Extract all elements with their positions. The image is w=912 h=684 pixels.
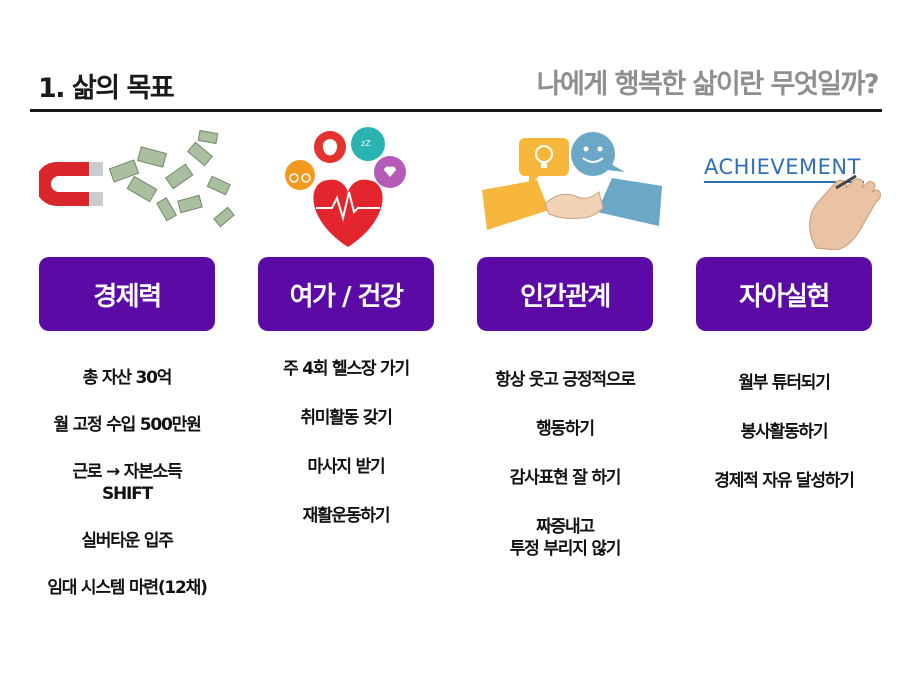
list-item: 월부 튜터되기 bbox=[738, 373, 831, 393]
list-item: 총 자산 30억 bbox=[82, 368, 173, 388]
list-item: 근로 → 자본소득 SHIFT bbox=[72, 462, 182, 504]
heart-lifestyle-icon: zZ bbox=[258, 120, 458, 250]
goal-heading-economy: 경제력 bbox=[39, 257, 215, 331]
page-subtitle: 나에게 행복한 삶이란 무엇일까? bbox=[536, 69, 880, 100]
achievement-writing-hand-icon: ACHIEVEMENT bbox=[696, 120, 896, 251]
title-divider bbox=[30, 109, 882, 112]
list-item: 취미활동 갖기 bbox=[300, 408, 393, 428]
list-item: 주 4회 헬스장 가기 bbox=[283, 359, 410, 379]
list-item: 감사표현 잘 하기 bbox=[509, 468, 622, 488]
list-item: 행동하기 bbox=[536, 419, 595, 439]
handshake-ideas-icon bbox=[477, 120, 677, 250]
list-item: 항상 웃고 긍정적으로 bbox=[495, 370, 636, 390]
goal-list-leisure-health: 주 4회 헬스장 가기 취미활동 갖기 마사지 받기 재활운동하기 bbox=[258, 358, 434, 554]
goal-list-economy: 총 자산 30억 월 고정 수입 500만원 근로 → 자본소득 SHIFT 실… bbox=[39, 367, 215, 624]
achievement-text: ACHIEVEMENT bbox=[704, 155, 861, 179]
list-item: 마사지 받기 bbox=[307, 457, 386, 477]
list-item: 임대 시스템 마련(12채) bbox=[47, 578, 208, 598]
goal-heading-self-actualization: 자아실현 bbox=[696, 257, 872, 331]
list-item: 짜증내고 투정 부리지 않기 bbox=[509, 517, 622, 559]
list-item: 재활운동하기 bbox=[302, 506, 391, 526]
svg-text:zZ: zZ bbox=[361, 139, 371, 148]
page-title: 1. 삶의 목표 bbox=[38, 73, 175, 104]
list-item: 월 고정 수입 500만원 bbox=[53, 415, 201, 435]
goal-heading-relationships: 인간관계 bbox=[477, 257, 653, 331]
goal-list-relationships: 항상 웃고 긍정적으로 행동하기 감사표현 잘 하기 짜증내고 투정 부리지 않… bbox=[477, 369, 653, 587]
magnet-money-icon bbox=[35, 120, 239, 250]
list-item: 경제적 자유 달성하기 bbox=[714, 471, 855, 491]
list-item: 실버타운 입주 bbox=[81, 531, 174, 551]
list-item: 봉사활동하기 bbox=[740, 422, 829, 442]
goal-heading-leisure-health: 여가 / 건강 bbox=[258, 257, 434, 331]
goal-list-self-actualization: 월부 튜터되기 봉사활동하기 경제적 자유 달성하기 bbox=[696, 372, 872, 519]
